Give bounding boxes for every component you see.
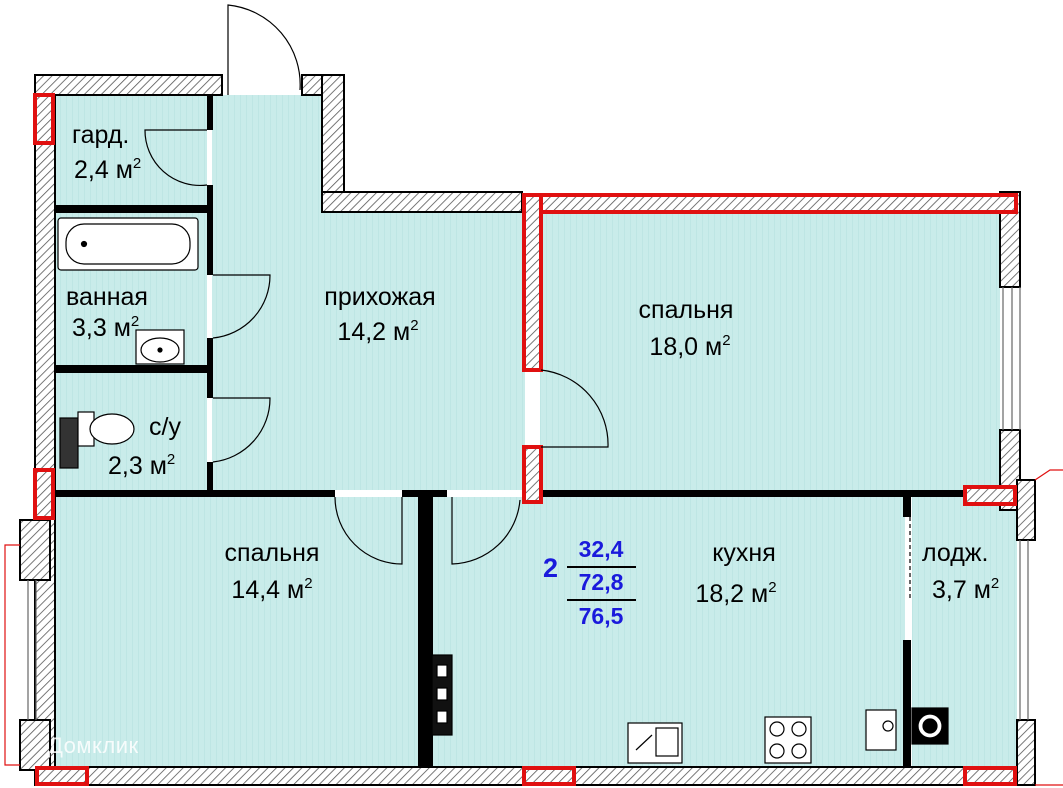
- bathtub-icon: [57, 217, 199, 271]
- area-summary-lines: [567, 566, 636, 601]
- fridge-icon: [431, 654, 453, 736]
- toilet-icon: [59, 411, 135, 469]
- sink-icon: [135, 329, 185, 365]
- wardrobe-area-sup: 2: [132, 155, 142, 172]
- bedroom-2-door: [334, 496, 403, 565]
- kitchen-area-sup: 2: [768, 579, 777, 596]
- bedroom-2-floor: [55, 497, 418, 767]
- bathroom-area-sup: 2: [130, 313, 140, 330]
- hallway-floor: [212, 95, 525, 490]
- wardrobe-floor: [55, 95, 207, 205]
- wardrobe-area: 2,4 м2: [74, 155, 142, 184]
- kitchen-area-value: 18,2 м: [695, 580, 769, 608]
- kitchen-name: кухня: [712, 539, 776, 567]
- fixtures: [57, 217, 949, 764]
- bathroom-door: [212, 274, 271, 339]
- area-with-loggia: 76,5: [578, 603, 624, 629]
- bedroom-1-area: 18,0 м2: [649, 332, 731, 361]
- toilet-area-sup: 2: [166, 451, 176, 468]
- bedroom-2-area-value: 14,4 м: [231, 576, 305, 604]
- toilet-door: [212, 397, 271, 463]
- wardrobe-door: [144, 129, 208, 187]
- boiler-icon: [865, 707, 949, 751]
- bedroom-2-area: 14,4 м2: [231, 575, 313, 604]
- toilet-area: 2,3 м2: [108, 451, 176, 480]
- entrance-door: [227, 4, 301, 95]
- windows: [4, 287, 1063, 786]
- kitchen-floor: [433, 497, 905, 767]
- watermark: Домклик: [48, 733, 139, 758]
- kitchen-door: [451, 497, 521, 565]
- doors: [144, 4, 911, 600]
- loggia-name: лодж.: [922, 539, 989, 567]
- kitchen-sink-icon: [627, 722, 683, 764]
- loggia-area-sup: 2: [990, 575, 1000, 592]
- hallway-area-value: 14,2 м: [337, 318, 411, 346]
- bathroom-name: ванная: [66, 283, 148, 311]
- bedroom-1-area-sup: 2: [722, 332, 731, 349]
- kitchen-area: 18,2 м2: [695, 579, 777, 608]
- hallway-area: 14,2 м2: [337, 317, 419, 346]
- hallway-area-sup: 2: [410, 317, 419, 334]
- bedroom-2-area-sup: 2: [304, 575, 313, 592]
- loggia-area: 3,7 м2: [932, 575, 1000, 604]
- toilet-name: с/у: [149, 413, 181, 441]
- living-area: 32,4: [578, 536, 624, 562]
- bedroom-1-area-value: 18,0 м: [649, 333, 723, 361]
- toilet-area-value: 2,3 м: [108, 452, 167, 480]
- load-bearing-highlights: [33, 93, 1018, 786]
- bedroom-1-floor: [540, 212, 1000, 490]
- hallway-name: прихожая: [324, 283, 436, 311]
- outer-walls: [19, 74, 1036, 786]
- rooms-count: 2: [543, 553, 559, 583]
- bedroom-1-door: [540, 369, 609, 448]
- bedroom-2-name: спальня: [224, 539, 320, 567]
- wardrobe-name: гард.: [72, 121, 130, 149]
- inner-walls: [55, 95, 1012, 767]
- bathroom-area: 3,3 м2: [72, 313, 140, 342]
- wardrobe-area-value: 2,4 м: [74, 156, 133, 184]
- bedroom-1-name: спальня: [638, 296, 734, 324]
- stove-icon: [764, 716, 812, 764]
- loggia-area-value: 3,7 м: [932, 576, 991, 604]
- bathroom-area-value: 3,3 м: [72, 314, 131, 342]
- total-area: 72,8: [578, 569, 624, 595]
